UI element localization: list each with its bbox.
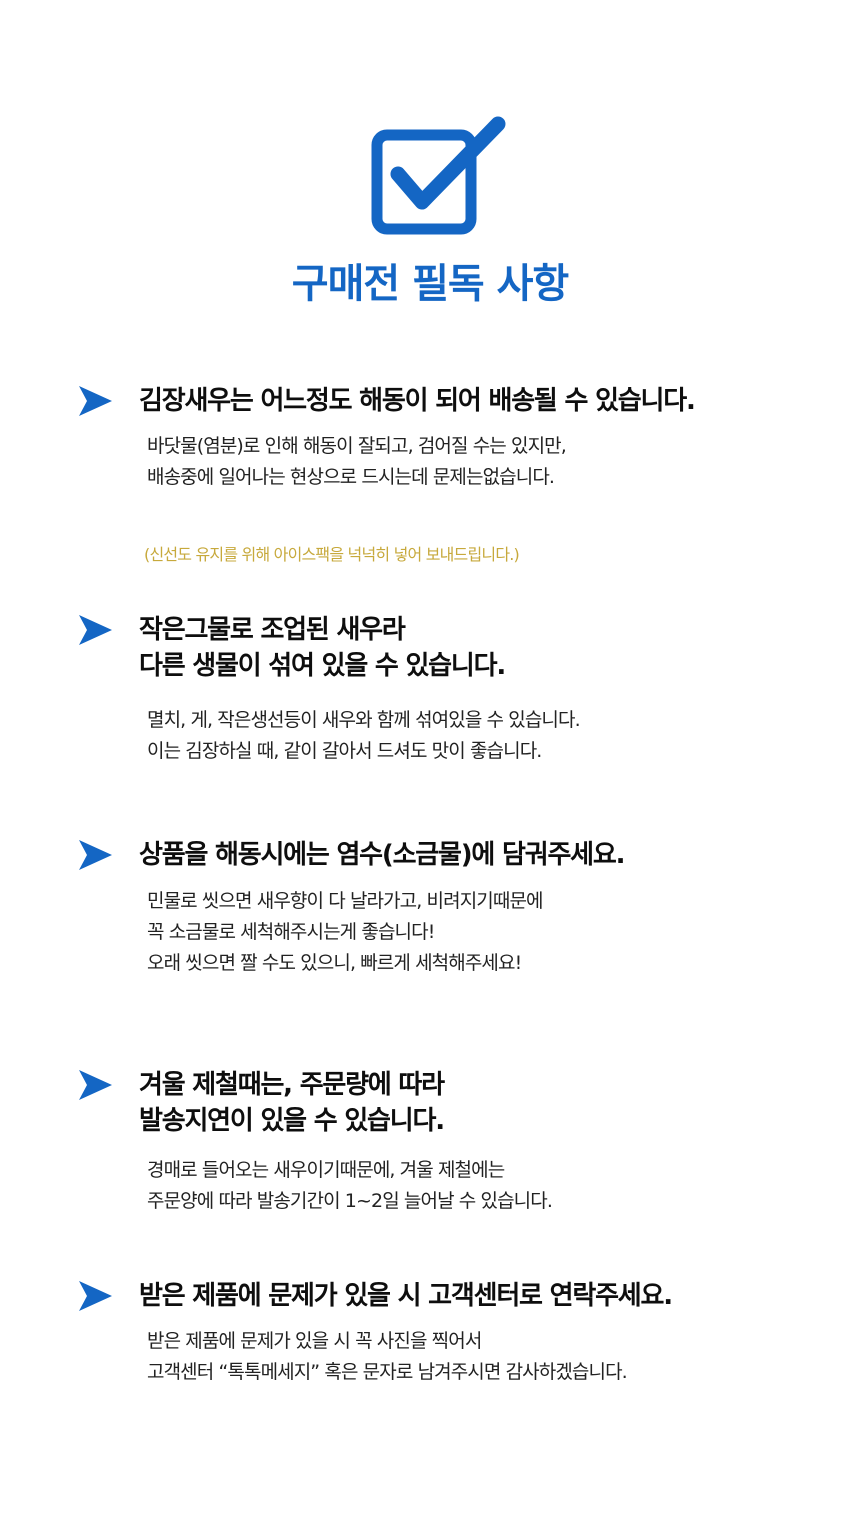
- section-heading: 김장새우는 어느정도 해동이 되어 배송될 수 있습니다.: [139, 383, 696, 419]
- heading-line: 김장새우는 어느정도 해동이 되어 배송될 수 있습니다.: [139, 386, 696, 416]
- body-line: 배송중에 일어나는 현상으로 드시는데 문제는없습니다.: [147, 466, 555, 488]
- body-line: 주문양에 따라 발송기간이 1~2일 늘어날 수 있습니다.: [147, 1190, 553, 1212]
- body-line: 꼭 소금물로 세척해주시는게 좋습니다!: [147, 921, 435, 943]
- section-heading: 상품을 해동시에는 염수(소금물)에 담궈주세요.: [139, 837, 625, 873]
- body-line: 이는 김장하실 때, 같이 갈아서 드셔도 맛이 좋습니다.: [147, 740, 542, 762]
- section-heading: 받은 제품에 문제가 있을 시 고객센터로 연락주세요.: [139, 1278, 673, 1314]
- section-body: 경매로 들어오는 새우이기때문에, 겨울 제철에는 주문양에 따라 발송기간이 …: [147, 1155, 553, 1217]
- arrow-right-icon: [79, 1070, 112, 1100]
- arrow-right-icon: [79, 615, 112, 645]
- body-line: 민물로 씻으면 새우향이 다 날라가고, 비려지기때문에: [147, 890, 544, 912]
- section-body: 받은 제품에 문제가 있을 시 꼭 사진을 찍어서 고객센터 “톡톡메세지” 혹…: [147, 1326, 628, 1388]
- arrow-right-icon: [79, 840, 112, 870]
- body-line: 고객센터 “톡톡메세지” 혹은 문자로 남겨주시면 감사하겠습니다.: [147, 1361, 628, 1383]
- section-body: 민물로 씻으면 새우향이 다 날라가고, 비려지기때문에 꼭 소금물로 세척해주…: [147, 886, 544, 979]
- section-body: 바닷물(염분)로 인해 해동이 잘되고, 검어질 수는 있지만, 배송중에 일어…: [147, 431, 567, 493]
- section-heading: 작은그물로 조업된 새우라 다른 생물이 섞여 있을 수 있습니다.: [139, 612, 506, 684]
- body-line: 받은 제품에 문제가 있을 시 꼭 사진을 찍어서: [147, 1330, 482, 1352]
- heading-line: 발송지연이 있을 수 있습니다.: [139, 1106, 445, 1136]
- body-line: 오래 씻으면 짤 수도 있으니, 빠르게 세척해주세요!: [147, 952, 522, 974]
- heading-line: 상품을 해동시에는 염수(소금물)에 담궈주세요.: [139, 840, 625, 870]
- body-line: 바닷물(염분)로 인해 해동이 잘되고, 검어질 수는 있지만,: [147, 435, 567, 457]
- arrow-right-icon: [79, 1281, 112, 1311]
- heading-line: 받은 제품에 문제가 있을 시 고객센터로 연락주세요.: [139, 1281, 673, 1311]
- body-line: 멸치, 게, 작은생선등이 새우와 함께 섞여있을 수 있습니다.: [147, 709, 581, 731]
- heading-line: 다른 생물이 섞여 있을 수 있습니다.: [139, 651, 506, 681]
- body-line: 경매로 들어오는 새우이기때문에, 겨울 제철에는: [147, 1159, 505, 1181]
- page-title: 구매전 필독 사항: [291, 261, 569, 307]
- section-heading: 겨울 제철때는, 주문량에 따라 발송지연이 있을 수 있습니다.: [139, 1067, 445, 1139]
- heading-line: 작은그물로 조업된 새우라: [139, 615, 406, 645]
- ice-pack-note: (신선도 유지를 위해 아이스팩을 넉넉히 넣어 보내드립니다.): [144, 545, 520, 564]
- checkbox-checked-icon: [371, 116, 506, 235]
- arrow-right-icon: [79, 386, 112, 416]
- section-body: 멸치, 게, 작은생선등이 새우와 함께 섞여있을 수 있습니다. 이는 김장하…: [147, 705, 581, 767]
- heading-line: 겨울 제철때는, 주문량에 따라: [139, 1070, 445, 1100]
